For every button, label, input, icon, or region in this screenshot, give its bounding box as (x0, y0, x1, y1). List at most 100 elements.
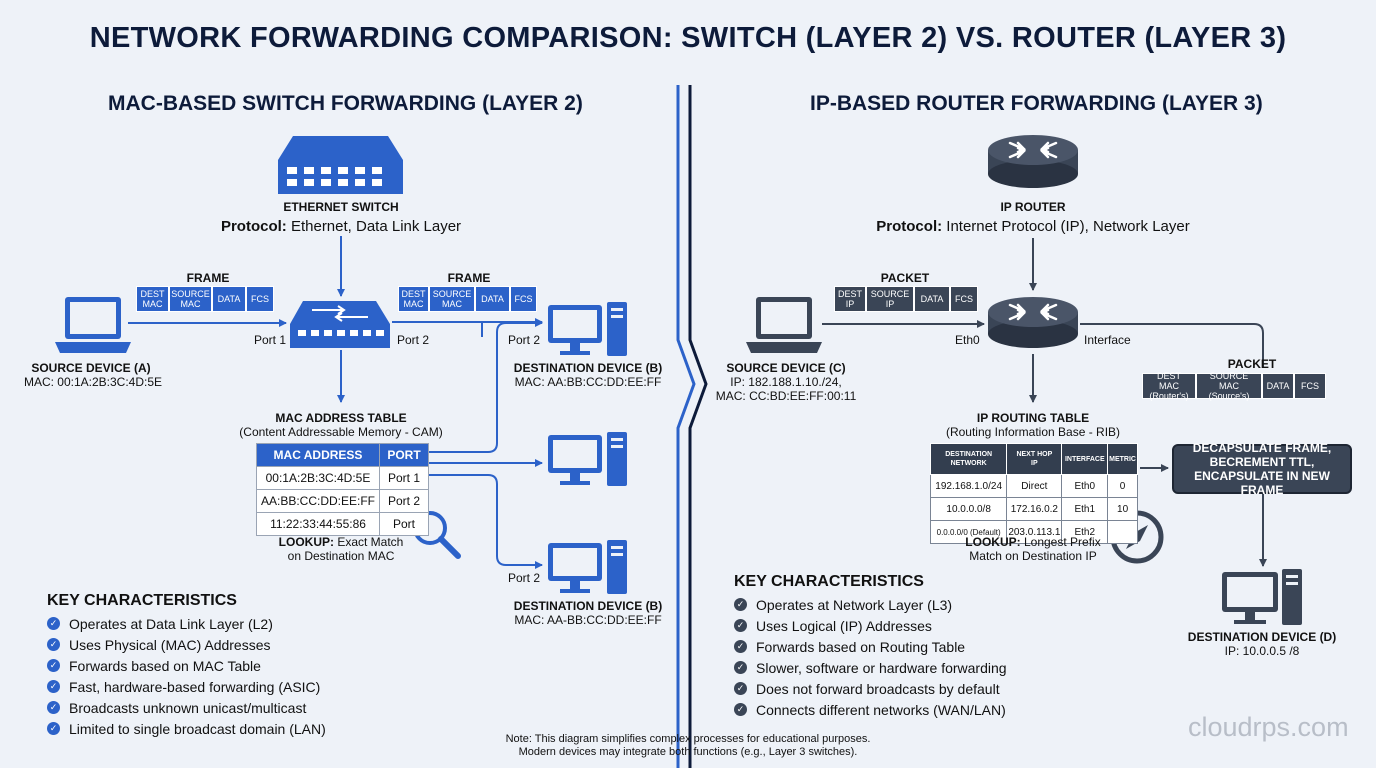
mac-cell: 11:22:33:44:55:86 (256, 512, 380, 536)
list-item: ✓Uses Logical (IP) Addresses (734, 615, 1007, 636)
frame-label-2: FRAME (447, 271, 491, 285)
check-icon: ✓ (47, 659, 60, 672)
router-heading: IP-BASED ROUTER FORWARDING (LAYER 3) (810, 92, 1263, 115)
router-hub-icon (988, 297, 1078, 348)
switch-kc-list: ✓Operates at Data Link Layer (L2) ✓Uses … (47, 613, 326, 739)
port-cell: Port 2 (379, 489, 429, 513)
port-col-header: PORT (379, 443, 429, 467)
frame-field: FCS (510, 286, 537, 312)
center-divider (676, 85, 708, 768)
frame-label-1: FRAME (186, 271, 230, 285)
desktop-b-bottom-icon (548, 540, 627, 594)
dest-d-ip: IP: 10.0.0.5 /8 (1224, 644, 1300, 658)
packet-field: FCS (950, 286, 978, 312)
frame-field: DEST MAC (136, 286, 169, 312)
rib-col-header: DESTINATION NETWORK (929, 443, 1008, 475)
rib-cell: 203.0.113.1 (1006, 520, 1063, 544)
check-icon: ✓ (47, 701, 60, 714)
check-icon: ✓ (734, 682, 747, 695)
rib-cell: 192.168.1.0/24 (929, 474, 1008, 498)
check-icon: ✓ (47, 617, 60, 630)
dest-d-label: DESTINATION DEVICE (D) (1187, 630, 1337, 644)
decapsulate-box: DECAPSULATE FRAME, BECREMENT TTL, ENCAPS… (1172, 441, 1352, 497)
switch-protocol: Protocol: Ethernet, Data Link Layer (220, 218, 462, 235)
list-item: ✓Slower, software or hardware forwarding (734, 657, 1007, 678)
port1-label: Port 1 (254, 333, 287, 347)
list-item: ✓Forwards based on MAC Table (47, 655, 326, 676)
rib-cell: 0 (1107, 474, 1138, 498)
check-icon: ✓ (47, 638, 60, 651)
check-icon: ✓ (47, 680, 60, 693)
page-title: NETWORK FORWARDING COMPARISON: SWITCH (L… (89, 22, 1287, 54)
rib-cell: Eth1 (1061, 497, 1109, 521)
laptop-a-icon (55, 297, 131, 353)
rib-subtitle: (Routing Information Base - RIB) (945, 425, 1121, 439)
router-arrows (822, 238, 1267, 567)
rib-cell: Direct (1006, 474, 1063, 498)
list-item: ✓Limited to single broadcast domain (LAN… (47, 718, 326, 739)
switch-lookup: LOOKUP: Exact Match (278, 535, 404, 549)
packet-field: SOURCE IP (866, 286, 914, 312)
footnote-line2: Modern devices may integrate both functi… (518, 746, 858, 758)
router-kc-title: KEY CHARACTERISTICS (734, 573, 924, 590)
footnote-line1: Note: This diagram simplifies complex pr… (505, 733, 871, 745)
footnote: Note: This diagram simplifies complex pr… (506, 733, 871, 759)
frame-2: DEST MAC SOURCE MAC DATA FCS (398, 286, 537, 312)
rib-title: IP ROUTING TABLE (976, 411, 1090, 425)
router-kc-list: ✓Operates at Network Layer (L3) ✓Uses Lo… (734, 594, 1007, 720)
frame-field: FCS (246, 286, 274, 312)
rib-cell (1107, 520, 1138, 544)
desktop-d-icon (1222, 569, 1302, 625)
router-lookup: LOOKUP: Longest Prefix (965, 535, 1101, 549)
source-c-label: SOURCE DEVICE (C) (726, 361, 846, 375)
switch-hub-icon (290, 301, 390, 348)
list-item: ✓Uses Physical (MAC) Addresses (47, 634, 326, 655)
frame-1: DEST MAC SOURCE MAC DATA FCS (136, 286, 274, 312)
rib-cell: 172.16.0.2 (1006, 497, 1063, 521)
port2-dest-label: Port 2 (508, 333, 541, 347)
packet-field: DATA (914, 286, 950, 312)
check-icon: ✓ (734, 661, 747, 674)
frame-field: SOURCE MAC (429, 286, 475, 312)
mac-table-title: MAC ADDRESS TABLE (275, 411, 407, 425)
source-a-mac: MAC: 00:1A:2B:3C:4D:5E (23, 375, 163, 389)
check-icon: ✓ (734, 598, 747, 611)
packet-2: DEST MAC (Router's) SOURCE MAC (Source's… (1142, 371, 1326, 401)
desktop-middle-icon (548, 432, 627, 486)
packet-1: DEST IP SOURCE IP DATA FCS (834, 286, 978, 312)
rib-cell: Eth2 (1061, 520, 1109, 544)
packet2-label: PACKET (1227, 357, 1277, 371)
ip-router-icon (988, 135, 1078, 188)
check-icon: ✓ (734, 703, 747, 716)
switch-kc-title: KEY CHARACTERISTICS (47, 592, 237, 609)
frame-field: SOURCE MAC (169, 286, 212, 312)
packet-field: FCS (1294, 373, 1326, 399)
list-item: ✓Connects different networks (WAN/LAN) (734, 699, 1007, 720)
watermark: cloudrps.com (1188, 712, 1349, 742)
port2-label: Port 2 (397, 333, 430, 347)
source-c-mac: MAC: CC:BD:EE:FF:00:11 (715, 389, 857, 403)
ip-router-label: IP ROUTER (1000, 200, 1066, 214)
list-item: ✓Fast, hardware-based forwarding (ASIC) (47, 676, 326, 697)
rib-cell: 10 (1107, 497, 1138, 521)
rib-col-header: NEXT HOP IP (1006, 443, 1063, 475)
frame-field: DEST MAC (398, 286, 429, 312)
source-c-ip: IP: 182.188.1.10./24, (730, 375, 842, 389)
packet-label: PACKET (880, 271, 930, 285)
rib-cell: Eth0 (1061, 474, 1109, 498)
dest-b-bottom-label: DESTINATION DEVICE (B) (513, 599, 663, 613)
interface-label: Interface (1084, 333, 1131, 347)
switch-heading: MAC-BASED SWITCH FORWARDING (LAYER 2) (108, 92, 583, 115)
packet-field: SOURCE MAC (Source's) (1196, 371, 1262, 401)
ethernet-switch-label: ETHERNET SWITCH (283, 200, 399, 214)
desktop-b-top-icon (548, 302, 627, 356)
mac-cell: AA:BB:CC:DD:EE:FF (256, 489, 380, 513)
dest-b-top-mac: MAC: AA:BB:CC:DD:EE:FF (514, 375, 662, 389)
